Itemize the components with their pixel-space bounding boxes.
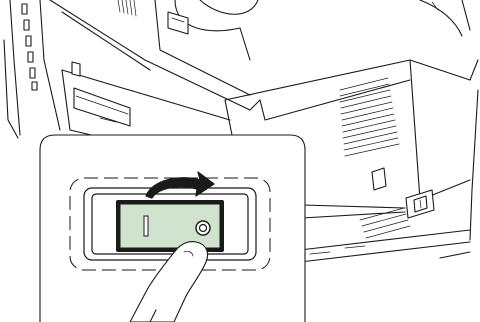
side-vent — [340, 78, 399, 156]
front-panel-buttons — [22, 4, 37, 90]
power-switch-location — [406, 190, 434, 218]
power-switch — [116, 200, 224, 252]
switch-on-mark — [144, 216, 148, 236]
callout-box — [40, 135, 305, 322]
switch-off-mark — [196, 221, 210, 235]
top-vent — [118, 0, 136, 16]
callout-leader — [302, 205, 405, 218]
